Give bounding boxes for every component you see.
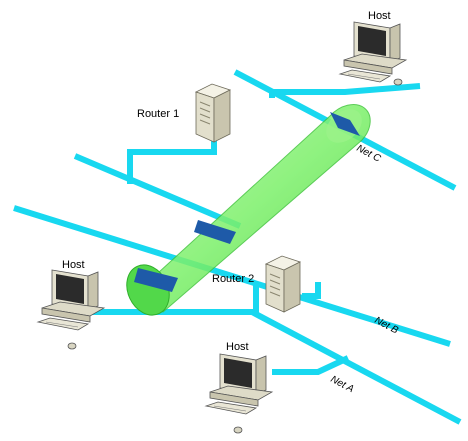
net-b-label: Net B <box>373 315 401 337</box>
vpn-tunnel <box>126 104 371 316</box>
router-1-label: Router 1 <box>137 108 179 120</box>
router-icon <box>194 83 232 143</box>
net-a-lines <box>250 309 462 425</box>
router-2-label: Router 2 <box>212 273 254 285</box>
router-icon <box>264 255 302 313</box>
host-top <box>338 21 408 86</box>
computer-icon <box>204 353 274 434</box>
host-top-label: Host <box>368 10 391 22</box>
host-left <box>36 269 106 350</box>
tunnel-crossing-net-a <box>134 268 178 292</box>
host-bottom <box>204 353 274 434</box>
computer-icon <box>36 269 106 350</box>
router-2 <box>264 255 302 313</box>
net-a-label: Net A <box>329 374 356 395</box>
host-bottom-label: Host <box>226 341 249 353</box>
tunnel-crossing-net-c <box>330 112 360 136</box>
tunnel-crossing-net-b <box>194 220 236 244</box>
computer-icon <box>338 21 408 86</box>
router-1 <box>194 83 232 143</box>
host-left-label: Host <box>62 259 85 271</box>
